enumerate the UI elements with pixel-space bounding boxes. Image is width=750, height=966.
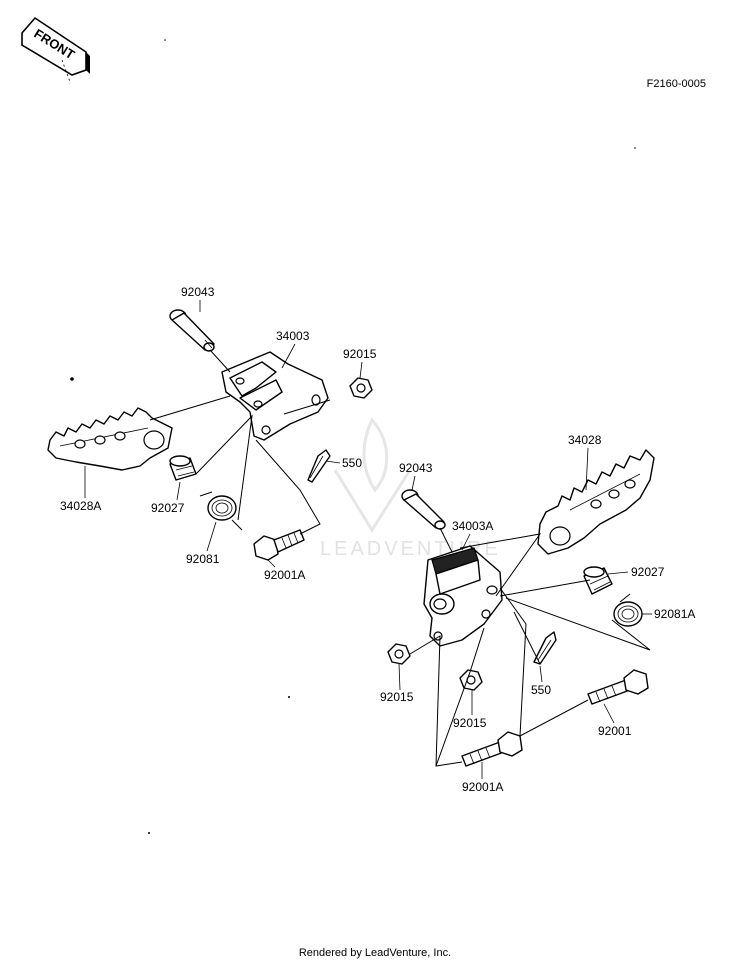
callout-34028: 34028 [568,433,602,447]
pin-92043-right [401,489,446,530]
callout-92001-right: 92001 [598,724,632,738]
callout-34003A: 34003A [452,519,493,533]
spring-92081-left [199,491,243,531]
collar-92027-left [169,455,197,481]
callout-550-right: 550 [531,683,551,697]
bolt-92001A-left [253,529,305,561]
bolt-92001A-right [461,731,523,767]
nut-92015-right-a [387,643,411,665]
callout-92027-left: 92027 [151,501,185,515]
callout-92043-right: 92043 [399,461,433,475]
callout-92015-right-b: 92015 [453,716,487,730]
callout-550-left: 550 [342,456,362,470]
callout-92015-left: 92015 [343,347,377,361]
callout-92043-left: 92043 [181,285,215,299]
callout-34028A: 34028A [60,499,101,513]
cotter-pin-550-left [307,449,331,483]
callout-34003: 34003 [276,329,310,343]
right-assembly [387,449,655,767]
callout-92001A-left: 92001A [264,568,305,582]
left-assembly [47,309,373,561]
footpeg-34028A [47,407,173,471]
callout-92027-right: 92027 [631,565,665,579]
callout-labels: 92043 34003 92015 34028A 550 92027 92081… [60,285,695,794]
callout-92081A: 92081A [654,607,695,621]
bolt-92001-right [587,669,649,705]
footpeg-34028 [537,449,655,555]
front-arrow-icon: FRONT [21,16,90,83]
callout-92015-right-a: 92015 [380,690,414,704]
pin-92043-left [169,309,215,352]
footer-credit: Rendered by LeadVenture, Inc. [298,947,452,959]
bracket-34003 [221,351,329,441]
cotter-pin-550-right [533,631,557,665]
callout-92081-left: 92081 [186,552,220,566]
spring-92081A-right [613,593,643,627]
nut-92015-right-b [459,669,483,691]
callout-92001A-right: 92001A [462,780,503,794]
figure-reference-code: F2160-0005 [646,78,706,90]
collar-92027-right [583,566,613,595]
nut-92015-left [349,377,373,399]
bracket-34003A [423,545,503,647]
